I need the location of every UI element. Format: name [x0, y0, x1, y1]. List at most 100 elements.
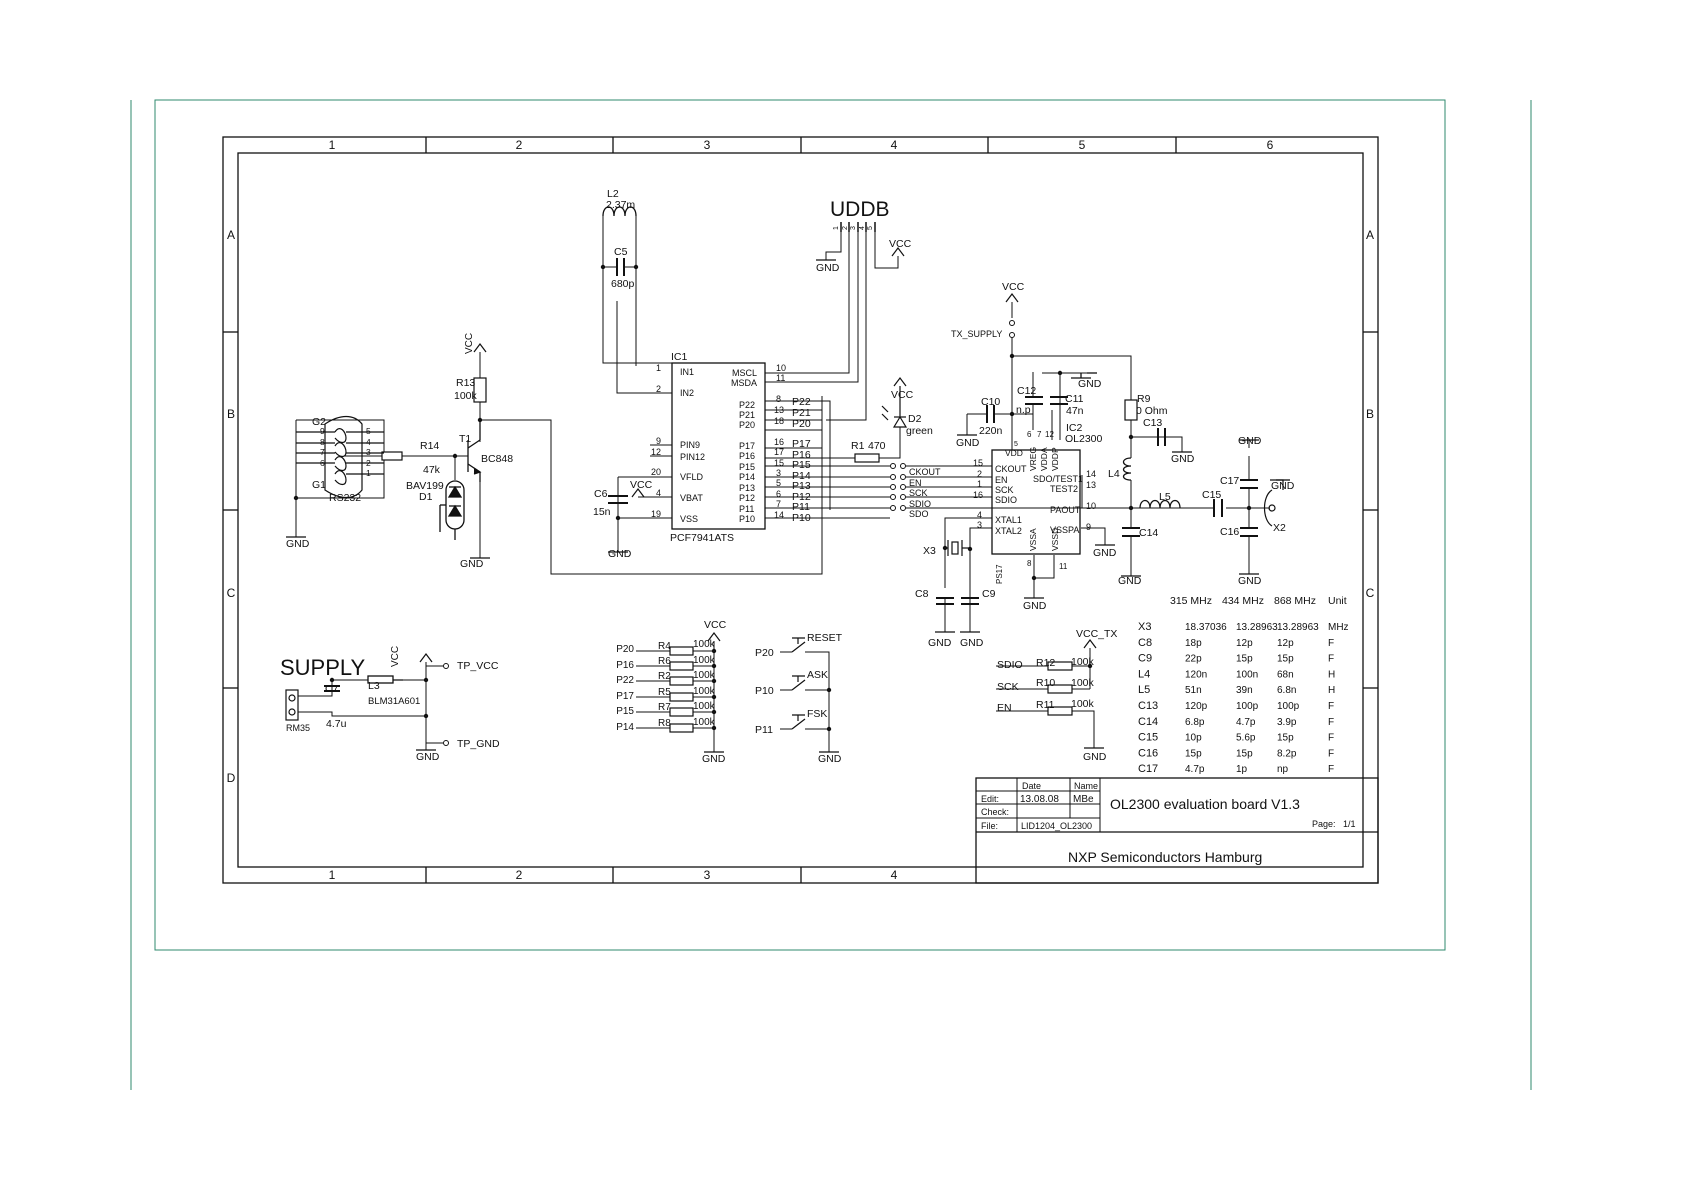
- ic2-pin-name: VDDP: [1050, 447, 1060, 471]
- l4-coil: [1122, 457, 1132, 481]
- c11-label: C11: [1065, 393, 1084, 405]
- db9-pin-num: 1: [366, 468, 371, 478]
- c7-label: C7: [325, 683, 339, 695]
- ic2-pin-name: VSSA: [1028, 528, 1038, 551]
- gnd-label: GND: [816, 262, 840, 274]
- d2-value: green: [906, 425, 933, 437]
- ic2-pin-num: 7: [1037, 430, 1042, 439]
- ic1-pin-name: PIN9: [680, 440, 700, 450]
- gnd-label: GND: [1023, 600, 1047, 612]
- c8-label: C8: [915, 588, 929, 600]
- table-cell: 100p: [1277, 701, 1300, 712]
- vcc-label: VCC: [630, 479, 653, 491]
- table-cell: 5.6p: [1236, 733, 1256, 744]
- ic1-pin-num: 2: [656, 384, 661, 394]
- inductor-coils: [367, 206, 1181, 684]
- row-label: B: [1366, 407, 1374, 421]
- table-header: 868 MHz: [1274, 595, 1316, 607]
- tp-gnd-label: TP_GND: [457, 738, 500, 750]
- uddb-pin-num: 2: [842, 226, 849, 230]
- ic1-pin-num: 20: [651, 467, 661, 477]
- table-cell: F: [1328, 733, 1334, 744]
- table-cell: 15p: [1236, 748, 1253, 759]
- title-block-text: Date Name Edit: 13.08.08 MBe Check: File…: [981, 781, 1356, 865]
- r14-value: 47k: [423, 464, 441, 476]
- title-edit-label: Edit:: [981, 794, 999, 804]
- c13-label: C13: [1143, 417, 1162, 429]
- table-header: 434 MHz: [1222, 595, 1264, 607]
- net-label: P12: [792, 491, 811, 503]
- ic2-pin-name: CKOUT: [995, 464, 1027, 474]
- g2-label: G2: [312, 416, 326, 428]
- r14-label: R14: [420, 440, 439, 452]
- db9-pin-numbers: 9 8 7 6 5 4 3 2 1: [320, 426, 371, 478]
- col-label: 3: [704, 138, 711, 152]
- c14-label: C14: [1139, 527, 1158, 539]
- table-cell: F: [1328, 748, 1334, 759]
- net-label: P11: [792, 501, 810, 513]
- ic1-pin-name: IN2: [680, 388, 694, 398]
- ic1-pin-name: VBAT: [680, 493, 703, 503]
- row-label: C: [227, 586, 236, 600]
- r8-body: [669, 723, 694, 733]
- t1-part: BC848: [481, 453, 513, 465]
- x2-label: X2: [1273, 522, 1286, 534]
- ic2-pin-num: 16: [973, 490, 983, 500]
- ic2-pin-name: VREG: [1028, 447, 1038, 471]
- uddb-label: UDDB: [830, 198, 890, 221]
- ic1-pin-name: VSS: [680, 514, 698, 524]
- gnd-label: GND: [1118, 575, 1142, 587]
- ic2-pin-num: 8: [1027, 559, 1032, 568]
- en-label: EN: [997, 702, 1012, 714]
- col-label: 1: [329, 138, 336, 152]
- pullup-value: 100k: [693, 686, 716, 697]
- title-block: [975, 777, 1379, 884]
- table-cell: F: [1328, 654, 1334, 665]
- l2-label: L2: [607, 188, 619, 200]
- db9-pin-num: 8: [320, 437, 325, 447]
- table-row-ref: C9: [1138, 653, 1152, 665]
- col-label: 6: [1267, 138, 1274, 152]
- rm35-label: RM35: [286, 723, 310, 733]
- vcc-label: VCC: [889, 238, 912, 250]
- net-label: P14: [792, 470, 811, 482]
- db9-pin-num: 6: [320, 458, 325, 468]
- r10-label: R10: [1036, 677, 1055, 689]
- ic1-pin-num: 15: [774, 458, 784, 468]
- db9-pin-num: 7: [320, 447, 325, 457]
- pullup-ref: R4: [658, 641, 671, 652]
- r1-label: R1: [851, 440, 865, 452]
- ic2-pin-num: 9: [1086, 522, 1091, 532]
- table-cell: F: [1328, 638, 1334, 649]
- c16-plates: [1240, 527, 1258, 537]
- r9-value: 0 Ohm: [1136, 405, 1168, 417]
- ic2-pin-num: 1: [977, 479, 982, 489]
- r12-label: R12: [1036, 657, 1055, 669]
- c5-plates: [616, 258, 625, 276]
- table-cell: 6.8n: [1277, 685, 1296, 696]
- pullup-net: P22: [616, 675, 634, 686]
- table-cell: MHz: [1328, 622, 1349, 633]
- col-label: 4: [891, 138, 898, 152]
- ic1-pin-num: 8: [776, 394, 781, 404]
- l3-label: L3: [368, 680, 380, 692]
- row-label: C: [1366, 586, 1375, 600]
- table-cell: F: [1328, 764, 1334, 775]
- p10-label: P10: [755, 685, 774, 697]
- ic2-pin-name: VDD: [1005, 448, 1023, 458]
- table-row-ref: C15: [1138, 732, 1158, 744]
- gnd-label: GND: [956, 437, 980, 449]
- gnd-label: GND: [286, 538, 310, 550]
- table-cell: F: [1328, 701, 1334, 712]
- gnd-label: GND: [960, 637, 984, 649]
- title-company: NXP Semiconductors Hamburg: [1068, 849, 1262, 865]
- net-label: P15: [792, 459, 811, 471]
- vcc-label: VCC: [891, 389, 914, 401]
- c17-plates: [1240, 479, 1258, 489]
- fsk-label: FSK: [807, 708, 827, 720]
- r9-label: R9: [1137, 393, 1151, 405]
- gnd-label: GND: [1238, 575, 1262, 587]
- pullup-value: 100k: [693, 670, 716, 681]
- ic2-pin-num: 13: [1086, 480, 1096, 490]
